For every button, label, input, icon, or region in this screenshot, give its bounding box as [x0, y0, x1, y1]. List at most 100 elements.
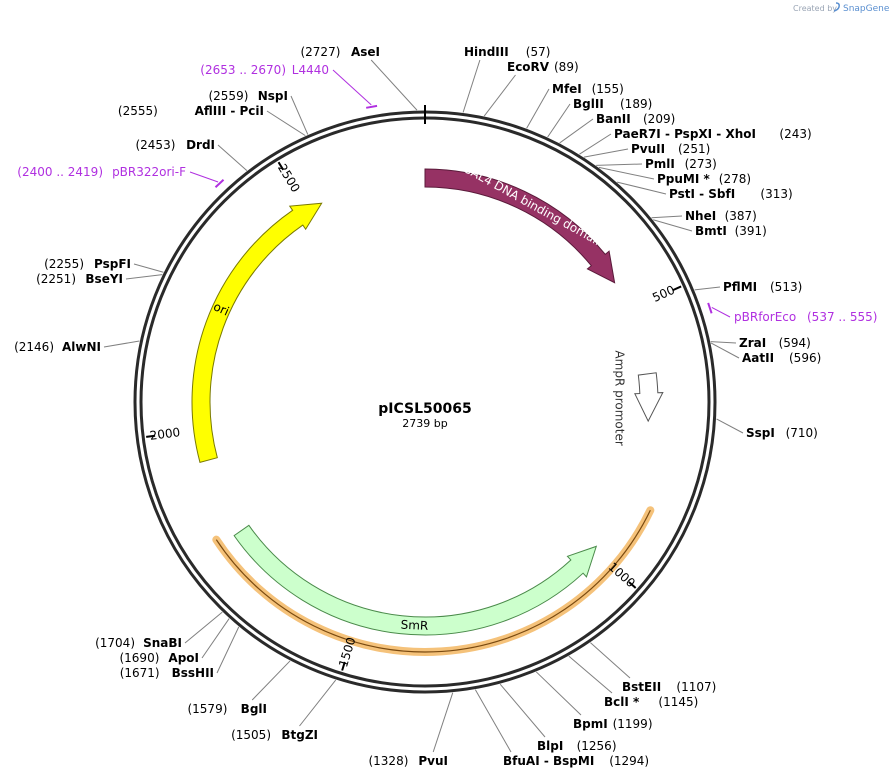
feature-ampr-promoter[interactable]	[634, 372, 664, 423]
site-leader-nspi	[290, 95, 309, 135]
site-label-sspi[interactable]: SspI	[746, 426, 775, 440]
site-label-banii[interactable]: BanII	[596, 112, 631, 126]
site-label-bfuai-bspmi[interactable]: BfuAI - BspMI	[503, 754, 594, 768]
feature-highlight-line	[215, 510, 651, 653]
site-label-bcli[interactable]: BclI *	[604, 695, 640, 709]
site-label-ecorv[interactable]: EcoRV	[507, 60, 550, 74]
feature-ori[interactable]	[191, 202, 323, 463]
primer-leader-pbrforeco	[711, 307, 731, 318]
site-leader-bgli	[251, 660, 291, 701]
site-leader-snabi	[184, 611, 223, 644]
site-position-nhei: (387)	[725, 209, 757, 223]
site-label-bsteii[interactable]: BstEII	[622, 680, 661, 694]
site-leader-pvui	[432, 692, 454, 753]
tick-label-500: 500	[650, 283, 677, 305]
site-leader-pvuii	[583, 148, 629, 158]
primer-leader-l4440	[332, 69, 372, 106]
site-label-psti-sbfi[interactable]: PstI - SbfI	[669, 187, 735, 201]
primer-mark-l4440[interactable]	[366, 104, 378, 109]
site-leader-sspi	[716, 418, 744, 434]
site-label-drdi[interactable]: DrdI	[186, 138, 215, 152]
site-position-pmli: (273)	[685, 157, 717, 171]
site-position-bglii: (189)	[620, 97, 652, 111]
site-position-bgli: (1579)	[187, 702, 227, 716]
site-label-bmti[interactable]: BmtI	[695, 224, 727, 238]
site-position-paer7i-pspxi-xhoi: (243)	[779, 127, 811, 141]
tick-mark-1000	[628, 581, 637, 589]
site-position-zrai: (594)	[779, 336, 811, 350]
site-leader-blpi	[499, 683, 546, 738]
site-position-alwni: (2146)	[14, 340, 54, 354]
plasmid-name: pICSL50065	[378, 401, 471, 417]
site-label-paer7i-pspxi-xhoi[interactable]: PaeR7I - PspXI - XhoI	[614, 127, 756, 141]
tick-label-2000: 2000	[149, 425, 181, 443]
site-position-mfei: (155)	[592, 82, 624, 96]
site-leader-apoi	[201, 618, 230, 659]
site-leader-bfuai-bspmi	[474, 689, 512, 753]
primer-mark-pbrforeco[interactable]	[707, 302, 713, 314]
site-label-afliii-pcii[interactable]: AflIII - PciI	[195, 104, 264, 118]
snapgene-brand: SnapGene	[843, 4, 890, 14]
primer-range-l4440: (2653 .. 2670)	[200, 63, 286, 77]
site-leader-alwni	[103, 340, 140, 348]
site-position-blpi: (1256)	[577, 739, 617, 753]
site-label-bsshii[interactable]: BssHII	[172, 666, 214, 680]
site-label-pspfi[interactable]: PspFI	[94, 257, 131, 271]
site-position-bcli: (1145)	[658, 695, 698, 709]
primer-mark-pbr322ori-f[interactable]	[214, 178, 225, 188]
site-leader-zrai	[710, 341, 737, 344]
site-label-pvuii[interactable]: PvuII	[631, 142, 665, 156]
primer-label-l4440[interactable]: L4440	[292, 63, 329, 77]
site-label-bgli[interactable]: BglI	[241, 702, 267, 716]
restriction-sites: AseI(2727)HindIII(57)EcoRV(89)MfeI(155)B…	[14, 45, 821, 768]
site-leader-btgzi	[299, 679, 337, 727]
primer-label-pbr322ori-f[interactable]: pBR322ori-F	[112, 165, 186, 179]
site-position-pspfi: (2255)	[44, 257, 84, 271]
site-leader-ppumi	[598, 166, 655, 180]
site-label-mfei[interactable]: MfeI	[552, 82, 582, 96]
site-label-pvui[interactable]: PvuI	[418, 754, 448, 768]
site-label-blpi[interactable]: BlpI	[537, 739, 563, 753]
site-position-sspi: (710)	[786, 426, 818, 440]
primer-range-pbr322ori-f: (2400 .. 2419)	[17, 165, 103, 179]
feature-gal4-dna-binding-domain[interactable]	[424, 168, 616, 284]
site-position-pvuii: (251)	[678, 142, 710, 156]
primers: L4440 (2653 .. 2670) pBR322ori-F (2400 .. 2…	[17, 63, 877, 324]
site-label-snabi[interactable]: SnaBI	[143, 636, 182, 650]
site-label-asei[interactable]: AseI	[351, 45, 380, 59]
site-position-ppumi: (278)	[719, 172, 751, 186]
site-leader-bseyi	[125, 274, 163, 280]
tick-label-2500: 2500	[275, 161, 303, 194]
site-label-pflmi[interactable]: PflMI	[723, 280, 757, 294]
primer-label-pbrforeco[interactable]: pBRforEco	[734, 310, 796, 324]
site-label-nspi[interactable]: NspI	[258, 89, 288, 103]
site-label-bseyi[interactable]: BseYI	[85, 272, 123, 286]
feature-smr[interactable]	[233, 524, 598, 636]
site-position-apoi: (1690)	[119, 651, 159, 665]
snapgene-watermark: Created by SnapGene	[793, 2, 890, 14]
site-label-nhei[interactable]: NheI	[685, 209, 716, 223]
site-position-nspi: (2559)	[208, 89, 248, 103]
site-label-aatii[interactable]: AatII	[742, 351, 774, 365]
site-label-apoi[interactable]: ApoI	[168, 651, 199, 665]
site-label-ppumi[interactable]: PpuMI *	[657, 172, 711, 186]
site-label-hindiii[interactable]: HindIII	[464, 45, 509, 59]
snapgene-logo-icon	[833, 2, 840, 12]
site-label-btgzi[interactable]: BtgZI	[281, 728, 318, 742]
site-label-bpmi[interactable]: BpmI	[573, 717, 608, 731]
site-leader-bglii	[547, 103, 571, 138]
created-by-text: Created by	[793, 4, 837, 13]
site-label-pmli[interactable]: PmlI	[645, 157, 675, 171]
feature-label-smr: SmR	[400, 618, 428, 633]
site-leader-bpmi	[535, 671, 582, 716]
site-position-bpmi: (1199)	[613, 717, 653, 731]
site-label-alwni[interactable]: AlwNI	[62, 340, 101, 354]
tick-mark-2500	[277, 161, 285, 171]
site-leader-mfei	[526, 88, 550, 129]
site-leader-hindiii	[462, 59, 481, 113]
site-label-bglii[interactable]: BglII	[573, 97, 604, 111]
site-label-zrai[interactable]: ZraI	[739, 336, 766, 350]
site-leader-pmli	[596, 163, 643, 166]
